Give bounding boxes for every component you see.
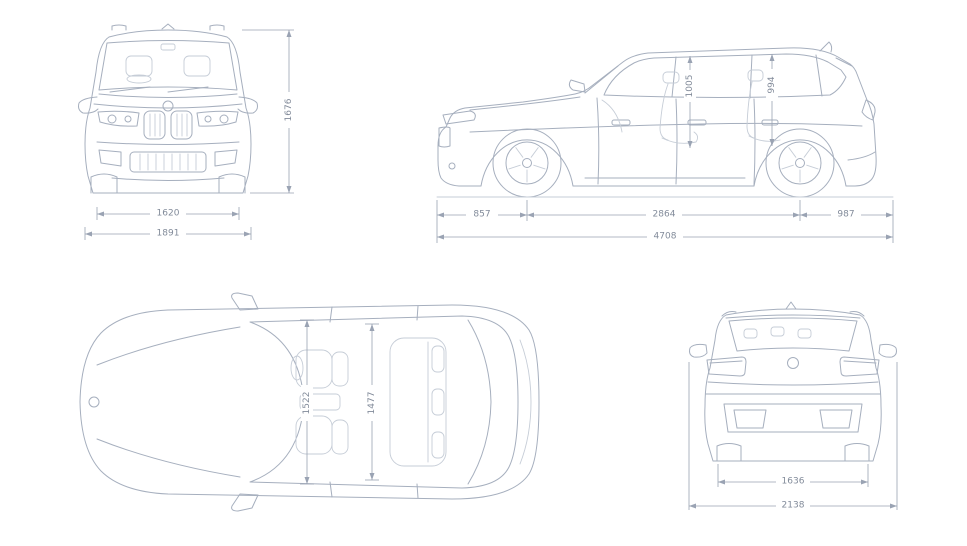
overall-length-label: 4708 — [654, 232, 677, 242]
door-handle — [611, 119, 631, 126]
side-view-body — [437, 41, 877, 198]
center-console — [299, 393, 341, 411]
side-view-details — [436, 69, 894, 198]
passenger-seat — [183, 55, 211, 77]
antenna-fin — [785, 301, 797, 310]
rear-view-interior — [743, 326, 812, 339]
front-seat-backrest — [331, 351, 349, 387]
dashboard-line — [601, 99, 623, 133]
front-seat-backrest — [331, 419, 349, 455]
left-mirror — [231, 292, 259, 311]
side-view: 857 2864 987 4708 1005 994 — [436, 41, 894, 243]
width-incl-mirrors-label: 2138 — [782, 501, 805, 511]
right-mirror — [237, 96, 258, 114]
front-interior-width-label: 1522 — [302, 392, 312, 415]
fog-light — [448, 162, 456, 170]
rear-diffuser — [723, 403, 863, 433]
kidney-grille-right — [170, 110, 193, 140]
rear-headroom-label: 994 — [767, 76, 777, 93]
rear-view-dimensions: 1636 2138 — [688, 362, 898, 511]
front-overhang-label: 857 — [473, 210, 490, 220]
front-right-wheel — [218, 173, 246, 194]
top-view-interior — [290, 337, 532, 467]
bmw-roundel-icon — [787, 357, 799, 369]
headrest — [770, 326, 785, 337]
bmw-roundel-icon — [88, 396, 100, 408]
door-handle — [761, 119, 779, 126]
front-view: 1620 1891 1676 — [78, 23, 295, 240]
driver-seat — [125, 55, 153, 77]
rear-track-width-label: 1636 — [782, 477, 805, 487]
antenna-fin — [819, 41, 833, 53]
headrest — [743, 328, 758, 339]
front-view-body — [78, 23, 258, 194]
rear-interior-width-label: 1477 — [367, 392, 377, 415]
left-headlight — [97, 110, 140, 127]
front-view-dimensions: 1620 1891 1676 — [84, 29, 295, 240]
right-mirror — [878, 343, 897, 358]
kidney-grille-left — [143, 110, 166, 140]
rear-view-body — [689, 301, 897, 462]
side-mirror — [568, 79, 586, 93]
front-left-wheel — [90, 173, 118, 194]
rear-headrest — [431, 431, 445, 459]
rear-headrest — [431, 345, 445, 373]
bmw-roundel-icon — [162, 100, 174, 112]
front-view-interior — [125, 43, 211, 171]
top-view: 1522 1477 — [79, 292, 540, 512]
rear-view: 1636 2138 — [688, 301, 898, 511]
front-overall-width-label: 1891 — [157, 229, 180, 239]
rear-seat-headrest — [747, 69, 764, 82]
rear-bench — [389, 337, 447, 467]
overall-height-label: 1676 — [284, 98, 294, 121]
right-headlight — [196, 110, 239, 127]
top-view-dimensions: 1522 1477 — [300, 319, 379, 485]
rearview-mirror — [160, 43, 176, 51]
headrest — [797, 328, 812, 339]
wheelbase-label: 2864 — [653, 210, 676, 220]
left-mirror — [78, 96, 99, 114]
rear-left-wheel — [716, 443, 742, 462]
headlight — [442, 110, 476, 125]
rear-overhang-label: 987 — [837, 210, 854, 220]
taillight — [861, 99, 876, 121]
front-headroom-label: 1005 — [685, 75, 695, 98]
steering-wheel — [126, 74, 152, 84]
right-taillight — [839, 356, 880, 377]
front-wheel — [492, 128, 562, 198]
rear-wheel — [765, 128, 835, 198]
front-seat-headrest — [662, 71, 680, 84]
left-taillight — [706, 356, 747, 377]
right-mirror — [231, 493, 259, 512]
left-mirror — [689, 343, 708, 358]
door-handle — [687, 119, 707, 126]
front-track-width-label: 1620 — [157, 209, 180, 219]
rear-right-wheel — [844, 443, 870, 462]
rear-window — [728, 317, 858, 352]
grille — [438, 126, 451, 148]
side-view-dimensions: 857 2864 987 4708 1005 994 — [436, 54, 894, 243]
rear-headrest — [431, 388, 445, 416]
